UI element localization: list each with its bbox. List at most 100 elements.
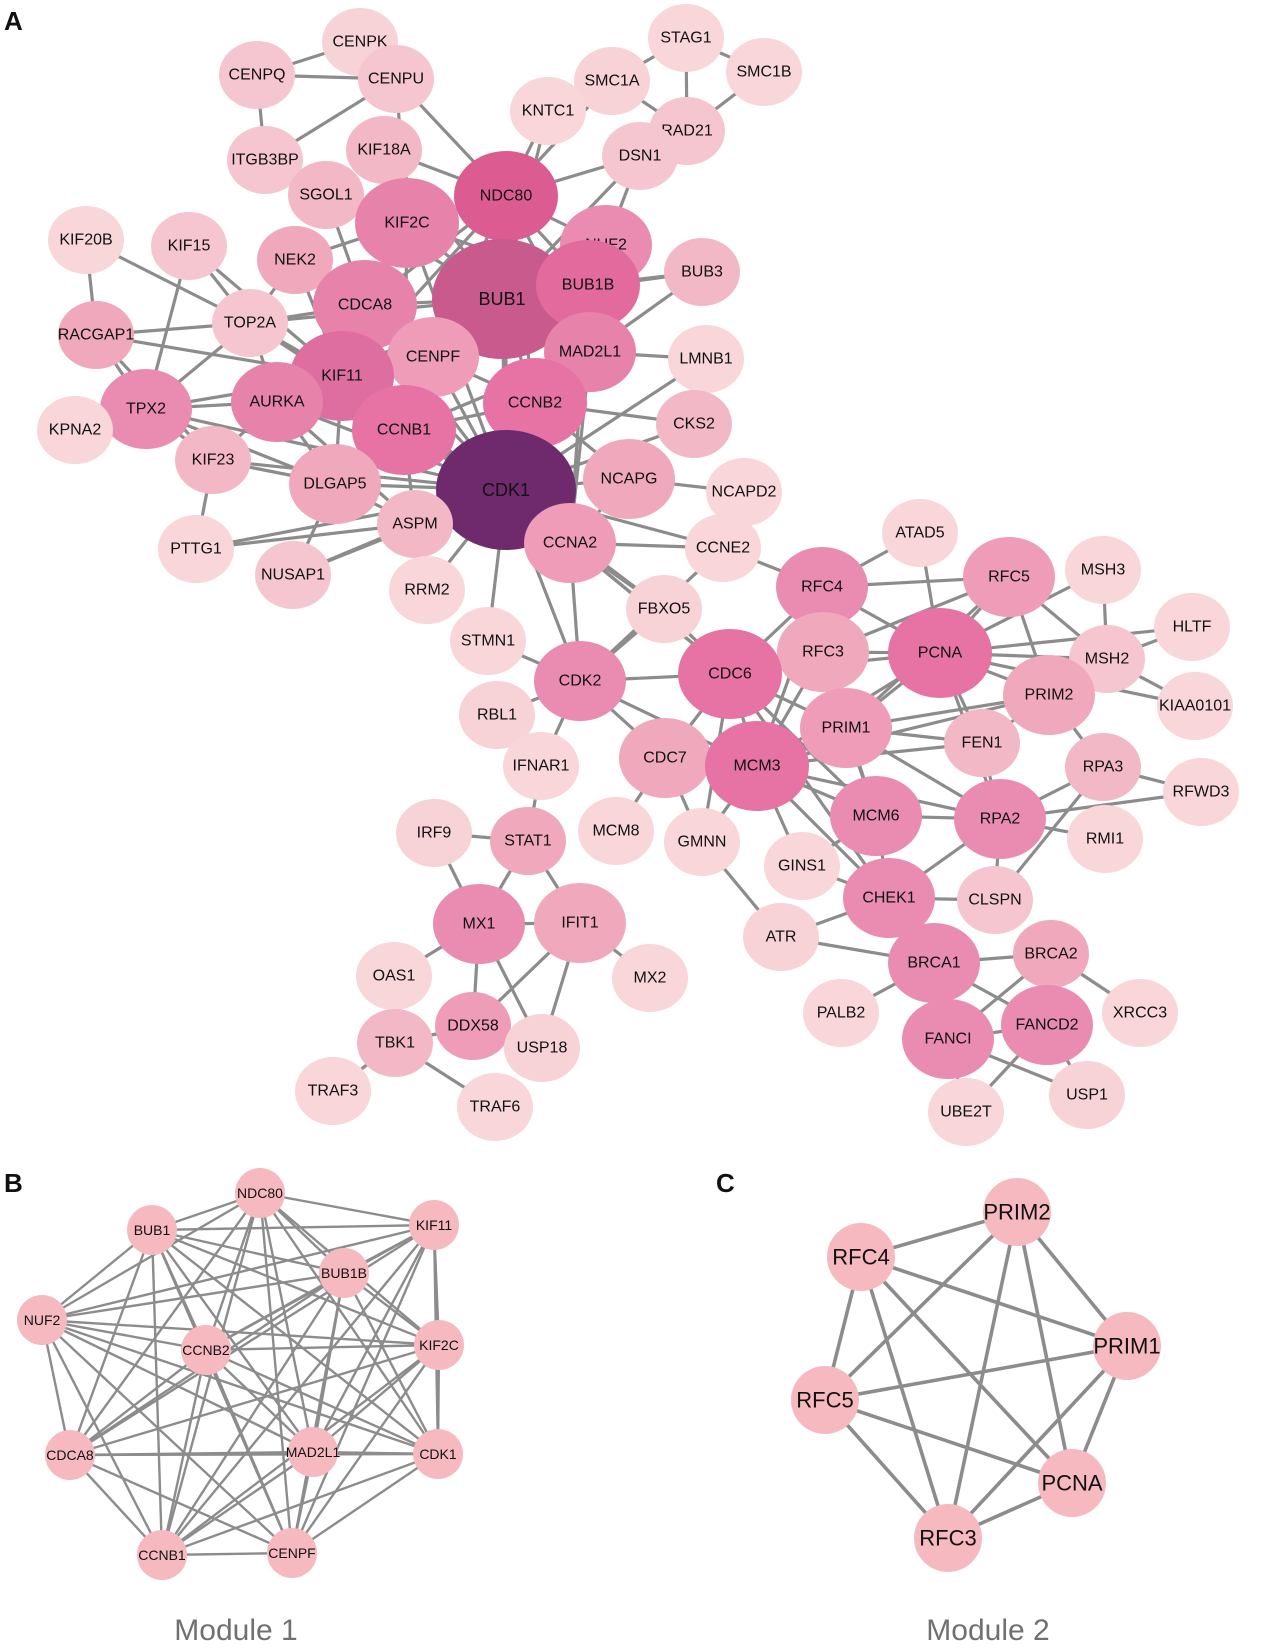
node-label-mcm3: MCM3 — [733, 758, 780, 775]
node-label-prim1: PRIM1 — [822, 720, 871, 737]
panel-b-edge-nuf2-cdk1 — [41, 1318, 439, 1456]
node-label-msh3: MSH3 — [1081, 562, 1126, 579]
node-label-brca1: BRCA1 — [907, 955, 960, 972]
node-cenpf: CENPF — [387, 317, 479, 397]
node-shape-cenpf — [387, 317, 479, 397]
node-label-usp18: USP18 — [517, 1040, 568, 1057]
node-atr: ATR — [743, 903, 819, 971]
node-ccnb1: CCNB1 — [352, 385, 456, 475]
node-kiaa0101: KIAA0101 — [1157, 672, 1233, 740]
node-label-aspm: ASPM — [392, 516, 437, 533]
node-shape-rfwd3 — [1163, 758, 1239, 826]
node-shape-itgb3bp — [227, 126, 303, 194]
panel-b-edge-ccnb2-cenpf — [204, 1349, 294, 1554]
module-node-shape-bub1b — [319, 1248, 369, 1298]
node-shape-kif23 — [175, 426, 251, 494]
node-shape-smc1b — [726, 38, 802, 106]
node-label-kif2c: KIF2C — [384, 215, 429, 232]
panel-b-edge-ndc80-kif11 — [259, 1191, 435, 1227]
node-label-rbl1: RBL1 — [477, 707, 517, 724]
node-clspn: CLSPN — [957, 866, 1033, 934]
node-label-sgol1: SGOL1 — [299, 187, 352, 204]
module-node-label-cenpf: CENPF — [268, 1545, 315, 1561]
node-label-bub1: BUB1 — [478, 289, 525, 309]
panel-b-edge-nuf2-kif2c — [41, 1318, 440, 1347]
node-cdk2: CDK2 — [534, 641, 626, 721]
node-label-cdk1: CDK1 — [482, 480, 530, 500]
node-label-oas1: OAS1 — [373, 968, 416, 985]
module-node-kif2c: KIF2C — [414, 1320, 464, 1370]
panel-label-a: A — [4, 6, 23, 36]
node-label-kif23: KIF23 — [192, 452, 235, 469]
node-itgb3bp: ITGB3BP — [227, 126, 303, 194]
panel-c-edge-rfc5-pcna — [824, 1398, 1073, 1485]
node-shape-traf6 — [457, 1073, 533, 1141]
panel-b-edge-kif2c-mad2l1 — [312, 1344, 440, 1453]
node-shape-ifnar1 — [503, 732, 579, 800]
node-kif15: KIF15 — [151, 212, 227, 280]
node-fen1: FEN1 — [944, 709, 1020, 777]
node-label-fancd2: FANCD2 — [1015, 1017, 1078, 1034]
node-shape-cks2 — [656, 390, 732, 458]
node-xrcc3: XRCC3 — [1102, 979, 1178, 1047]
node-label-stat1: STAT1 — [504, 833, 552, 850]
module-node-shape-kif11 — [409, 1200, 459, 1250]
node-cenpu: CENPU — [358, 45, 434, 113]
node-label-xrcc3: XRCC3 — [1113, 1005, 1167, 1022]
module-node-label-bub1b: BUB1B — [321, 1265, 367, 1281]
node-shape-clspn — [957, 866, 1033, 934]
node-label-pttg1: PTTG1 — [170, 541, 222, 558]
module-node-shape-kif2c — [414, 1320, 464, 1370]
module-node-bub1b: BUB1B — [319, 1248, 369, 1298]
node-label-gins1: GINS1 — [778, 858, 826, 875]
node-shape-rbl1 — [459, 681, 535, 749]
node-label-clspn: CLSPN — [968, 892, 1021, 909]
panel-c-edge-rfc4-rfc3 — [859, 1256, 950, 1539]
node-stat1: STAT1 — [490, 807, 566, 875]
node-label-ifit1: IFIT1 — [561, 915, 598, 932]
module-node-label-kif2c: KIF2C — [419, 1337, 459, 1353]
panel-b-edge-mad2l1-ccnb1 — [161, 1451, 314, 1556]
module-node-prim2: PRIM2 — [983, 1178, 1051, 1246]
node-label-tbk1: TBK1 — [375, 1035, 415, 1052]
panel-b-edge-ndc80-cdca8 — [69, 1192, 261, 1456]
module-node-cdk1: CDK1 — [413, 1429, 463, 1479]
node-shape-kiaa0101 — [1157, 672, 1233, 740]
node-shape-traf3 — [295, 1057, 371, 1125]
node-label-mad2l1: MAD2L1 — [559, 344, 621, 361]
node-nusap1: NUSAP1 — [255, 541, 331, 609]
panel-label-c: C — [716, 1168, 735, 1198]
node-label-ccne2: CCNE2 — [696, 540, 750, 557]
node-shape-bub1 — [432, 239, 572, 359]
node-shape-ndc80 — [454, 151, 558, 241]
node-label-irf9: IRF9 — [417, 825, 452, 842]
node-rpa2: RPA2 — [954, 779, 1046, 859]
node-shape-tpx2 — [100, 369, 192, 449]
node-label-nusap1: NUSAP1 — [261, 567, 325, 584]
node-label-ncapd2: NCAPD2 — [712, 484, 777, 501]
node-label-kpna2: KPNA2 — [49, 422, 102, 439]
module-node-ndc80: NDC80 — [235, 1168, 285, 1218]
node-label-ndc80: NDC80 — [480, 188, 533, 205]
panel-b-edge-nuf2-cenpf — [41, 1319, 293, 1554]
node-label-bub3: BUB3 — [681, 264, 723, 281]
panel-b-edge-nuf2-ccnb1 — [40, 1319, 164, 1556]
panel-b-edge-nuf2-mad2l1 — [41, 1318, 314, 1454]
node-kif18a: KIF18A — [346, 116, 422, 184]
node-ddx58: DDX58 — [435, 992, 511, 1060]
node-label-usp1: USP1 — [1066, 1087, 1108, 1104]
module-node-label-ccnb2: CCNB2 — [182, 1342, 230, 1358]
node-shape-rmi1 — [1067, 805, 1143, 873]
node-label-fbxo5: FBXO5 — [638, 601, 691, 618]
node-shape-prim2 — [1003, 655, 1095, 735]
node-shape-stmn1 — [450, 607, 526, 675]
node-lmnb1: LMNB1 — [668, 325, 744, 393]
node-shape-ncapg — [583, 439, 675, 519]
node-fanci: FANCI — [902, 999, 994, 1079]
node-label-cenpf: CENPF — [406, 349, 460, 366]
panel-c-edge-rfc4-prim1 — [860, 1255, 1128, 1348]
